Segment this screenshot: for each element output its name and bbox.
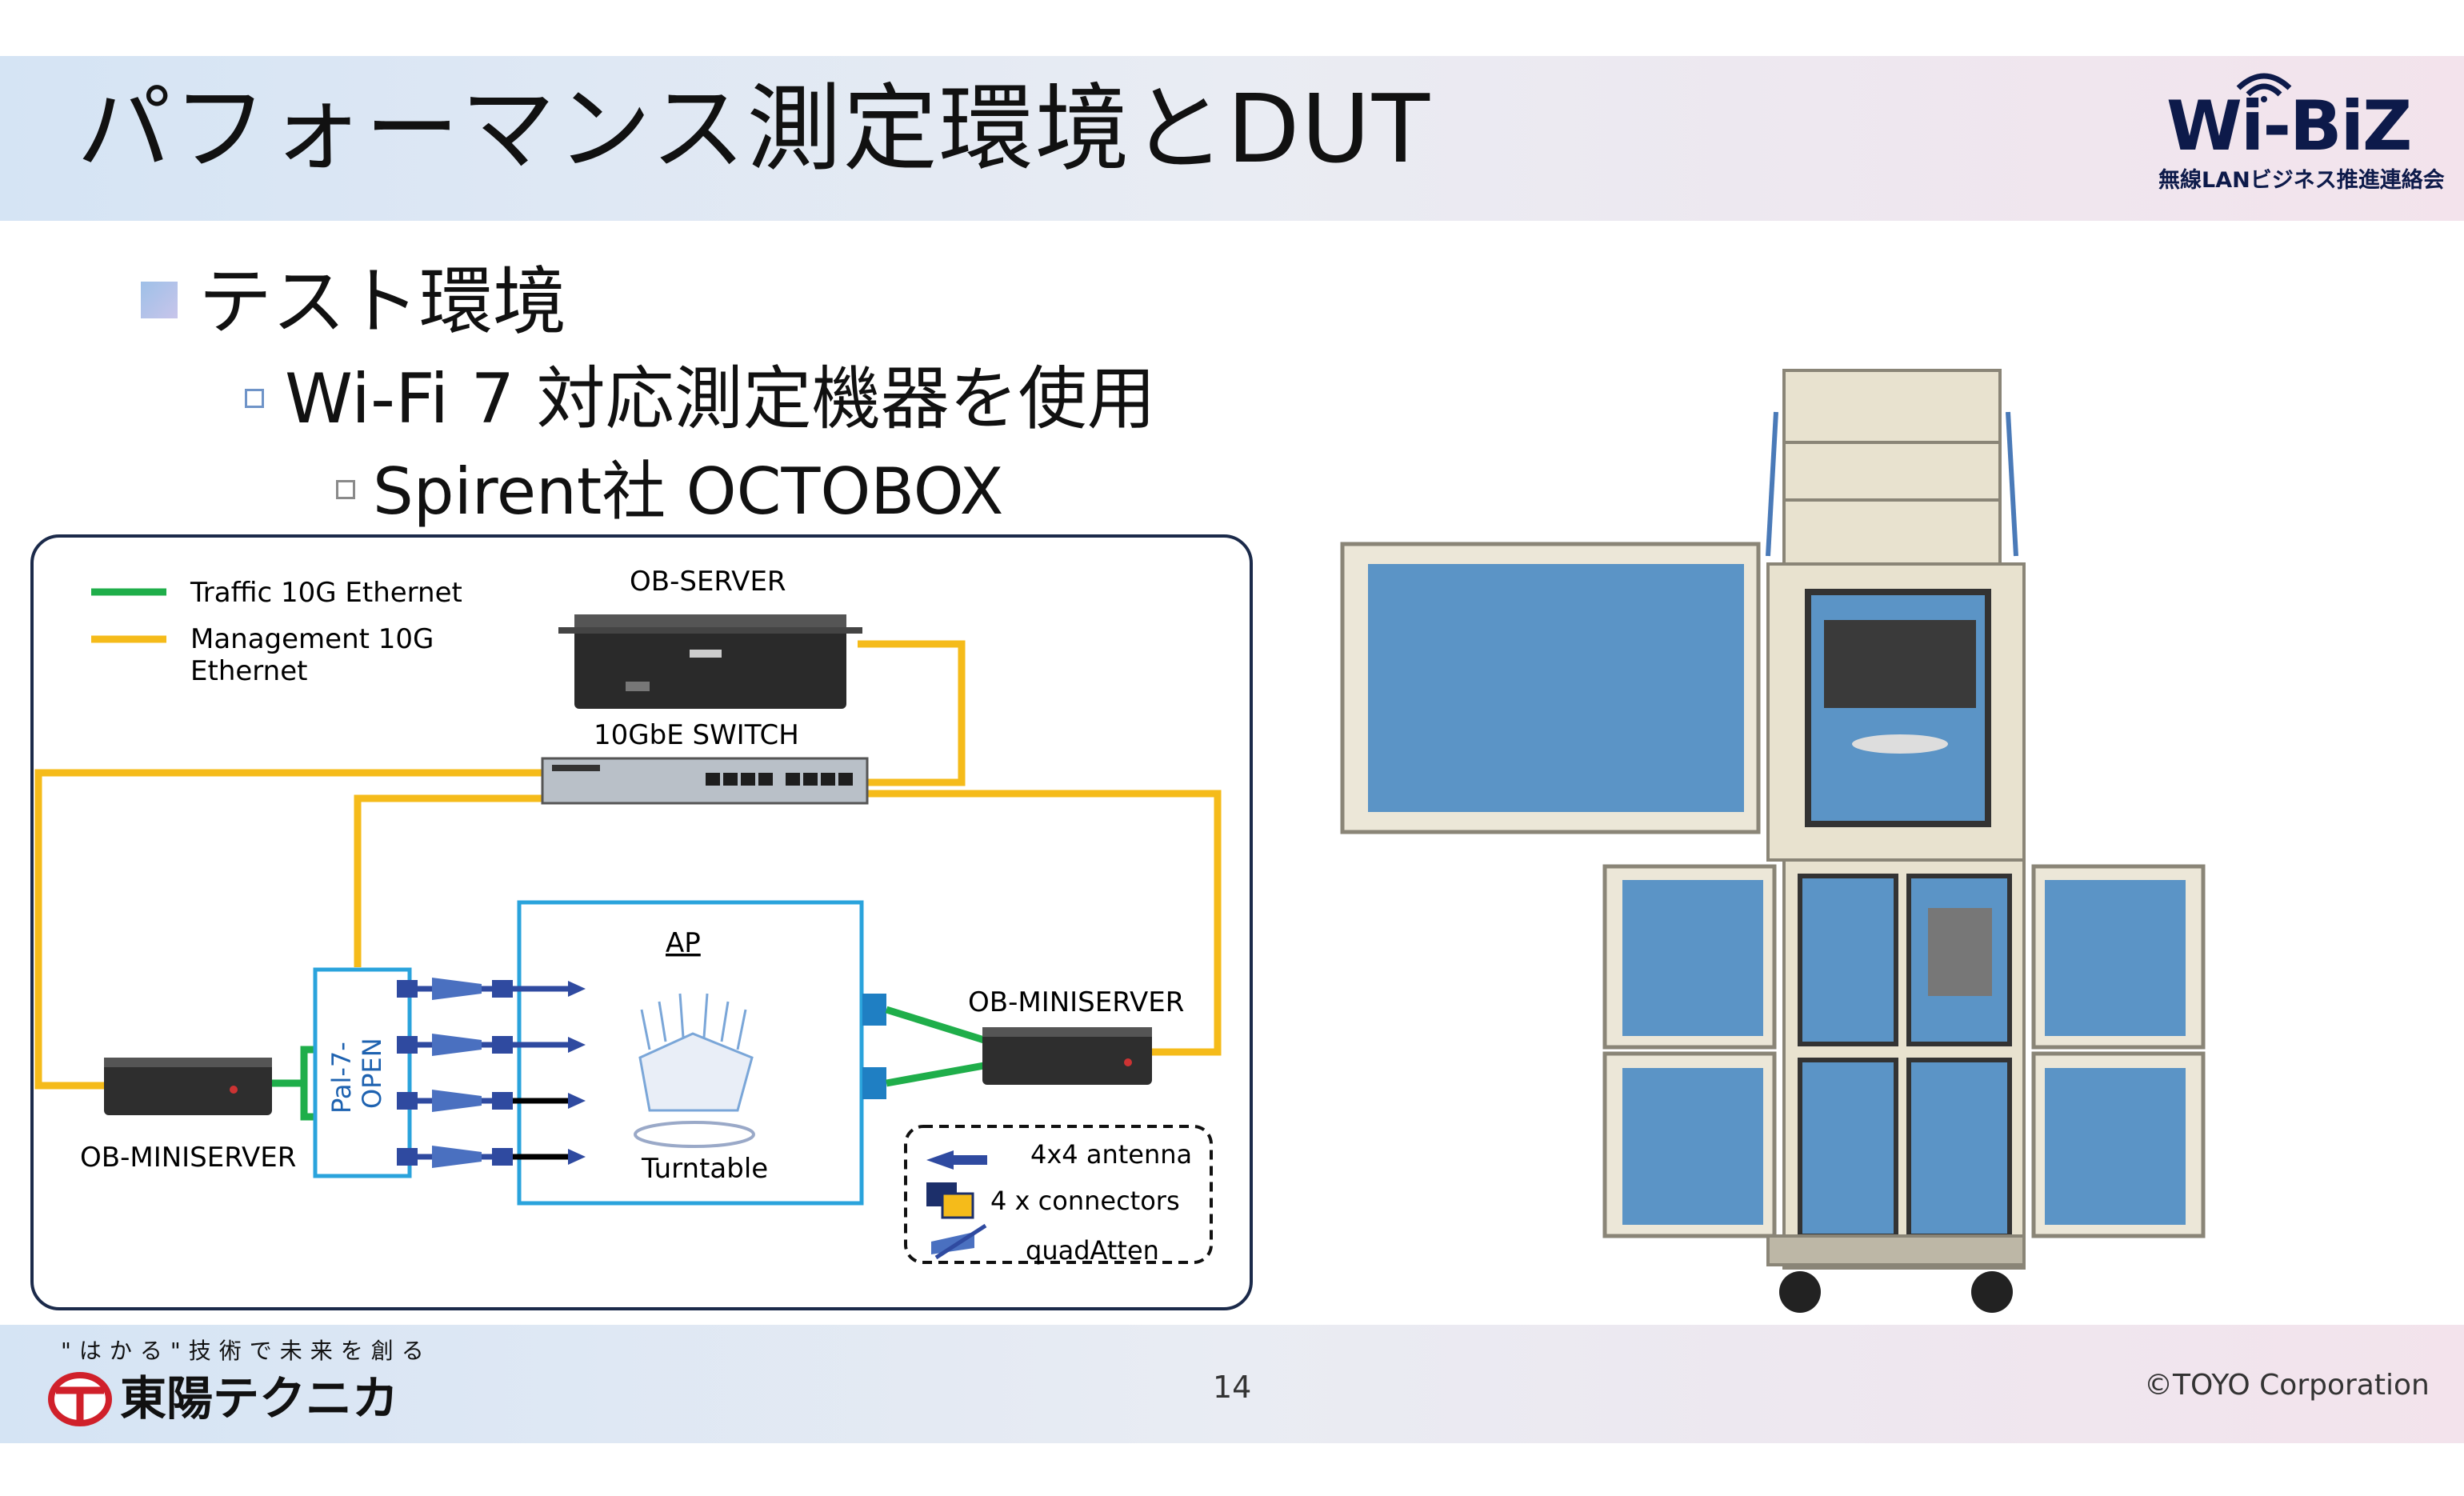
key-atten-icon xyxy=(931,1223,987,1260)
pal-label-2: OPEN xyxy=(357,1038,387,1109)
right-traffic-wire-2 xyxy=(886,1062,985,1087)
pal-7-open-box xyxy=(313,967,412,1178)
bullet-level3: Spirent社 OCTOBOX xyxy=(373,454,1004,529)
antenna-row xyxy=(397,1034,586,1056)
ap-label: AP xyxy=(666,927,701,959)
legend-management-label-1: Management 10G xyxy=(190,623,434,655)
wibiz-logo: Wi-BiZ xyxy=(2166,86,2412,166)
company-name: 東陽テクニカ xyxy=(120,1371,399,1426)
antenna-row xyxy=(397,1146,586,1168)
pal-label-1: Pal-7- xyxy=(326,1042,357,1114)
key-antenna-icon xyxy=(926,1150,987,1170)
copyright: ©TOYO Corporation xyxy=(2144,1369,2430,1402)
footer-band xyxy=(0,1325,2464,1443)
switch-label: 10GbE SWITCH xyxy=(594,719,799,751)
bullet-marker-level3 xyxy=(336,480,355,499)
right-traffic-wire-1 xyxy=(885,1006,986,1044)
legend-traffic-label: Traffic 10G Ethernet xyxy=(190,577,462,609)
left-miniserver-label: OB-MINISERVER xyxy=(80,1142,296,1174)
antenna-row xyxy=(397,1090,586,1112)
server-label: OB-SERVER xyxy=(630,566,786,598)
antenna-row xyxy=(397,978,586,1000)
page-number: 14 xyxy=(1213,1370,1252,1405)
wifi-icon xyxy=(2236,73,2292,102)
slide-title: パフォーマンス測定環境とDUT xyxy=(77,74,1431,184)
chamber-connector-bottom xyxy=(862,1067,886,1099)
right-ob-miniserver xyxy=(982,1027,1152,1085)
bullet-level2: Wi-Fi 7 対応測定機器を使用 xyxy=(285,359,1156,439)
chamber-connector-top xyxy=(862,994,886,1026)
ob-server xyxy=(558,614,862,709)
bullet-marker-level1 xyxy=(141,282,178,318)
test-setup-diagram: Traffic 10G Ethernet Management 10G Ethe… xyxy=(30,534,1253,1310)
right-miniserver-label: OB-MINISERVER xyxy=(968,986,1184,1018)
header-band xyxy=(0,56,2464,221)
ap-router-icon xyxy=(638,993,754,1112)
legend-management-label-2: Ethernet xyxy=(190,655,307,687)
diagram-canvas: Traffic 10G Ethernet Management 10G Ethe… xyxy=(34,566,1222,1266)
turntable-label: Turntable xyxy=(641,1153,768,1185)
left-ob-miniserver xyxy=(104,1058,272,1115)
bullet-marker-level2 xyxy=(245,389,264,408)
bullet-level1: テスト環境 xyxy=(198,259,567,345)
antenna-rows xyxy=(397,978,586,1168)
key-atten-label: quadAtten xyxy=(1026,1235,1159,1266)
turntable-icon xyxy=(634,1121,755,1148)
octobox-photo xyxy=(1340,369,2206,1313)
toyo-logo-icon xyxy=(48,1372,112,1426)
footer-slogan: "はかる"技術で未来を創る xyxy=(61,1338,432,1364)
10gbe-switch xyxy=(541,757,869,805)
wibiz-logo-subtitle: 無線LANビジネス推進連絡会 xyxy=(2158,168,2445,193)
management-wires xyxy=(34,640,1222,1090)
key-antenna-label: 4x4 antenna xyxy=(1030,1139,1192,1170)
key-connector-icon xyxy=(926,1182,974,1219)
key-connectors-label: 4 x connectors xyxy=(990,1186,1180,1216)
